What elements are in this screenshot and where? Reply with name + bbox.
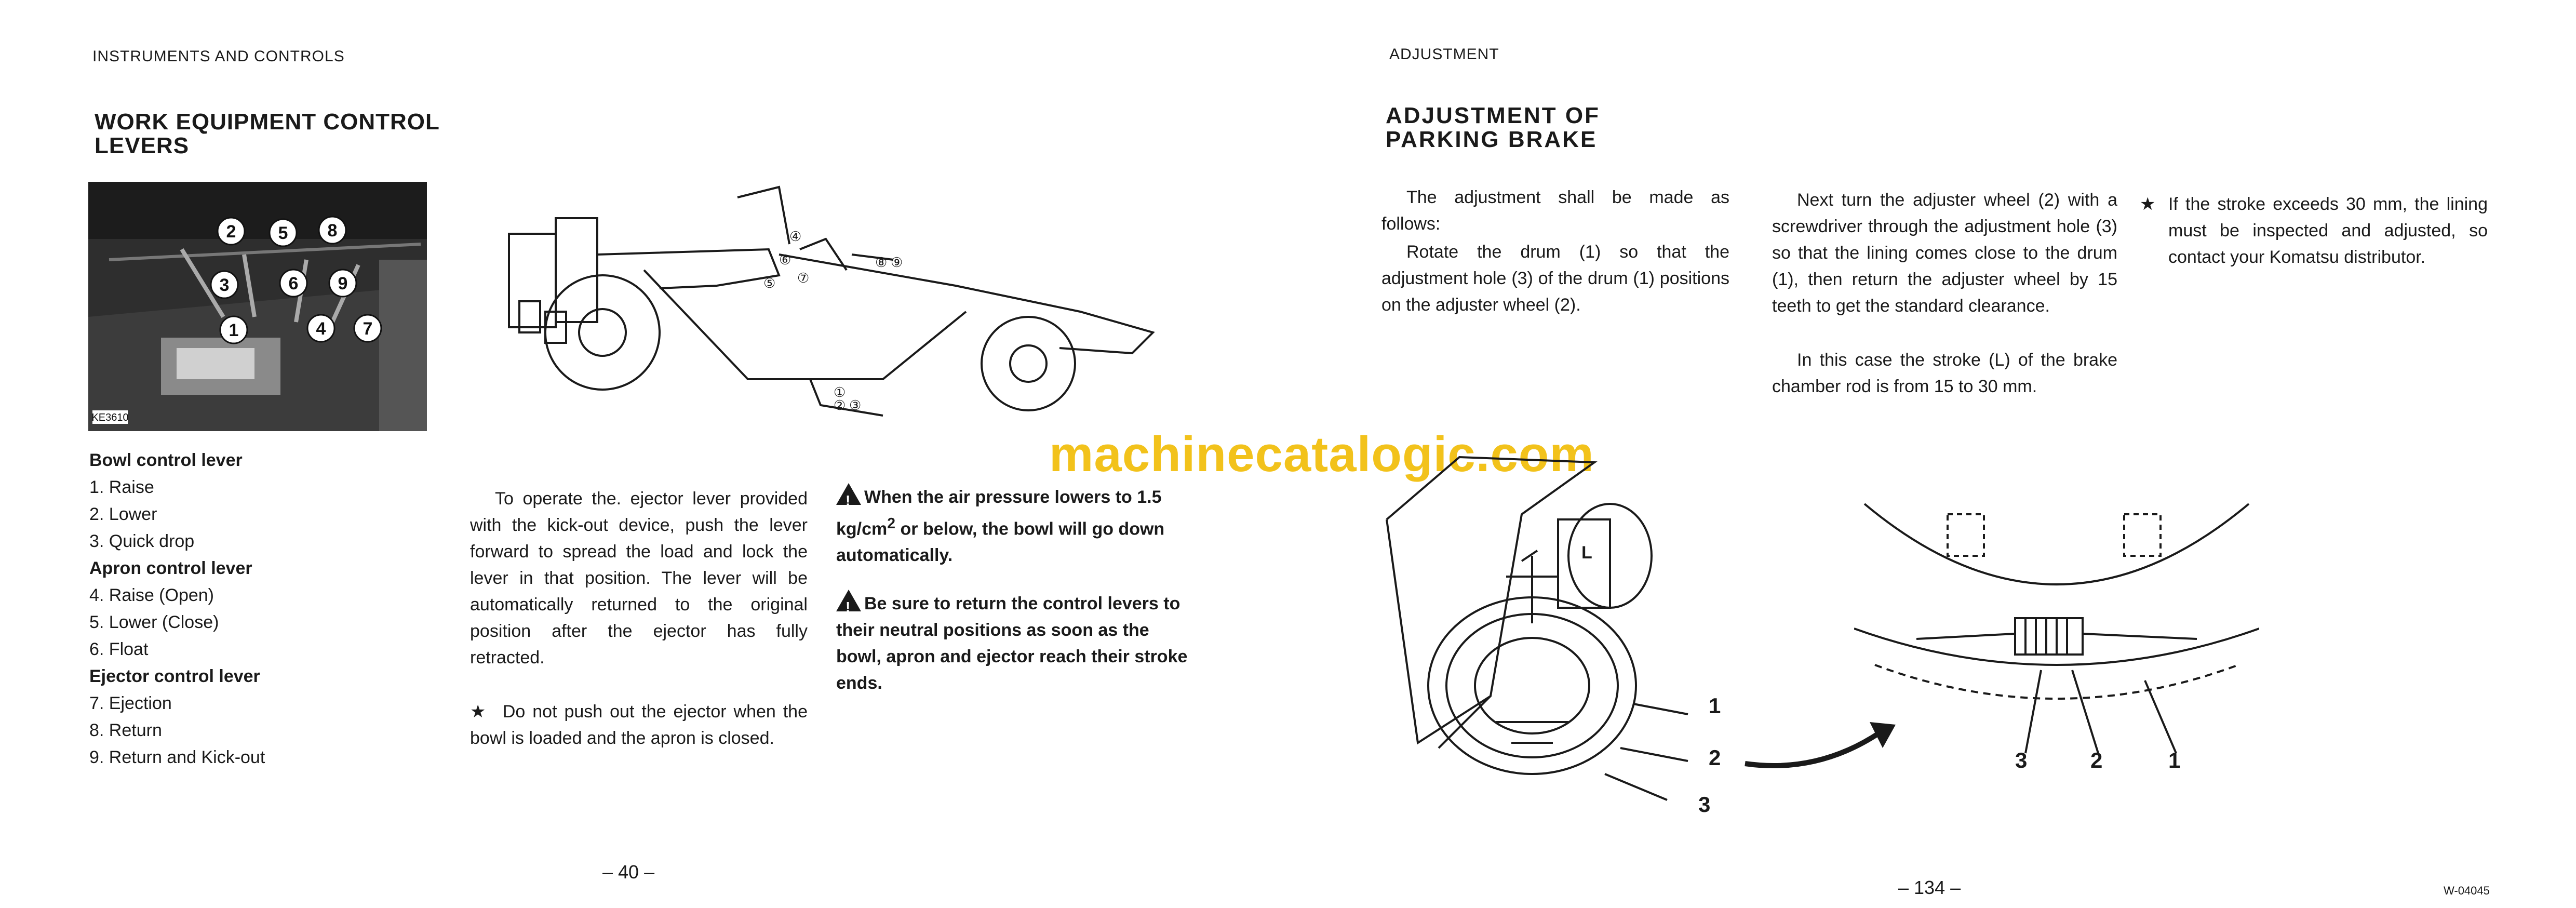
parking-brake-figure: 1 2 3 L [1376, 452, 1771, 826]
right-title-line1: ADJUSTMENT OF [1386, 103, 1600, 128]
warning1-sup: 2 [887, 515, 896, 532]
photo-num-3: 3 [220, 275, 230, 295]
right-title-line2: PARKING BRAKE [1386, 127, 1598, 152]
list-item: 7. Ejection [89, 693, 172, 713]
diagram-label-4: ④ [789, 229, 802, 244]
left-page-header: INSTRUMENTS AND CONTROLS [92, 48, 345, 65]
list-item: Ejector control lever [89, 666, 260, 686]
star-icon: ★ [2140, 194, 2156, 214]
right-star-note-text: If the stroke exceeds 30 mm, the lining … [2168, 194, 2488, 267]
list-item: 6. Float [89, 639, 149, 659]
diagram-label-8: ⑧ [875, 255, 888, 270]
fig1-label-L: L [1581, 543, 1592, 563]
right-para4: In this case the stroke (L) of the brake… [1772, 350, 2117, 396]
photo-num-8: 8 [328, 221, 338, 241]
warning-icon [836, 590, 861, 620]
list-item: 9. Return and Kick-out [89, 747, 265, 767]
photo-num-6: 6 [289, 274, 299, 293]
right-para2: Rotate the drum (1) so that the adjustme… [1381, 242, 1729, 315]
photo-num-1: 1 [229, 321, 239, 340]
diagram-label-9: ⑨ [891, 255, 903, 270]
detail-arrow [1740, 717, 1906, 779]
fig1-label-2: 2 [1709, 745, 1721, 770]
right-page-title: ADJUSTMENT OF PARKING BRAKE [1386, 104, 1600, 152]
fig1-label-1: 1 [1709, 693, 1721, 718]
list-item: 4. Raise (Open) [89, 585, 214, 605]
right-para1: The adjustment shall be made as follows: [1381, 188, 1729, 234]
list-item: Apron control lever [89, 558, 252, 578]
fig2-label-3: 3 [2015, 748, 2028, 772]
warning1-text-a: When the air pressure lowers to 1.5 kg/c… [836, 487, 1162, 539]
diagram-label-1: ① [834, 384, 846, 400]
left-page-number: – 40 – [602, 861, 655, 883]
photo-num-9: 9 [338, 274, 348, 293]
star-icon: ★ [470, 702, 503, 722]
photo-num-2: 2 [226, 222, 236, 242]
left-title-line2: LEVERS [95, 133, 190, 158]
fig2-label-1: 1 [2168, 748, 2181, 772]
warning2-text: Be sure to return the control levers to … [836, 594, 1188, 693]
right-para3: Next turn the adjuster wheel (2) with a … [1772, 190, 2117, 316]
photo-code: KE3610 [91, 412, 128, 423]
diagram-label-2: ② [834, 397, 846, 413]
warning-return-levers: Be sure to return the control levers to … [836, 590, 1195, 697]
left-page-title: WORK EQUIPMENT CONTROL LEVERS [95, 110, 440, 158]
fig1-label-3: 3 [1698, 792, 1711, 817]
diagram-label-6: ⑥ [779, 252, 791, 268]
lever-list: Bowl control lever 1. Raise 2. Lower 3. … [89, 447, 411, 771]
list-item: 3. Quick drop [89, 531, 195, 551]
control-levers-photo: 1 2 3 4 5 6 7 8 9 KE3610 [88, 182, 427, 431]
document-code: W-04045 [2444, 884, 2490, 897]
right-page-number: – 134 – [1898, 877, 1961, 898]
list-item: 5. Lower (Close) [89, 612, 219, 632]
warning-icon [836, 483, 861, 514]
right-page-header: ADJUSTMENT [1389, 46, 1499, 63]
list-item: Bowl control lever [89, 450, 243, 470]
adjuster-detail-figure: 3 2 1 [1854, 493, 2260, 784]
operate-paragraph: To operate the. ejector lever provided w… [470, 489, 808, 667]
list-item: 8. Return [89, 720, 162, 740]
diagram-label-3: ③ [849, 397, 862, 413]
photo-num-4: 4 [316, 319, 326, 339]
diagram-label-5: ⑤ [763, 275, 776, 291]
left-star-note: ★ Do not push out the ejector when the b… [470, 699, 808, 752]
right-star-note: ★ If the stroke exceeds 30 mm, the linin… [2140, 191, 2488, 271]
diagram-label-7: ⑦ [797, 270, 810, 286]
left-title-line1: WORK EQUIPMENT CONTROL [95, 109, 440, 135]
warning1-text-b: or below, the bowl will go down automati… [836, 519, 1165, 566]
scraper-diagram: ④ ⑥ ⑦ ⑤ ⑧ ⑨ ① ② ③ [488, 177, 1163, 436]
watermark: machinecatalogic.com [1049, 426, 1594, 482]
list-item: 1. Raise [89, 477, 154, 497]
left-star-note-text: Do not push out the ejector when the bow… [470, 702, 808, 748]
fig2-label-2: 2 [2090, 748, 2103, 772]
list-item: 2. Lower [89, 504, 157, 524]
photo-num-7: 7 [363, 319, 373, 339]
warning-air-pressure: When the air pressure lowers to 1.5 kg/c… [836, 483, 1195, 569]
photo-num-5: 5 [278, 223, 288, 243]
